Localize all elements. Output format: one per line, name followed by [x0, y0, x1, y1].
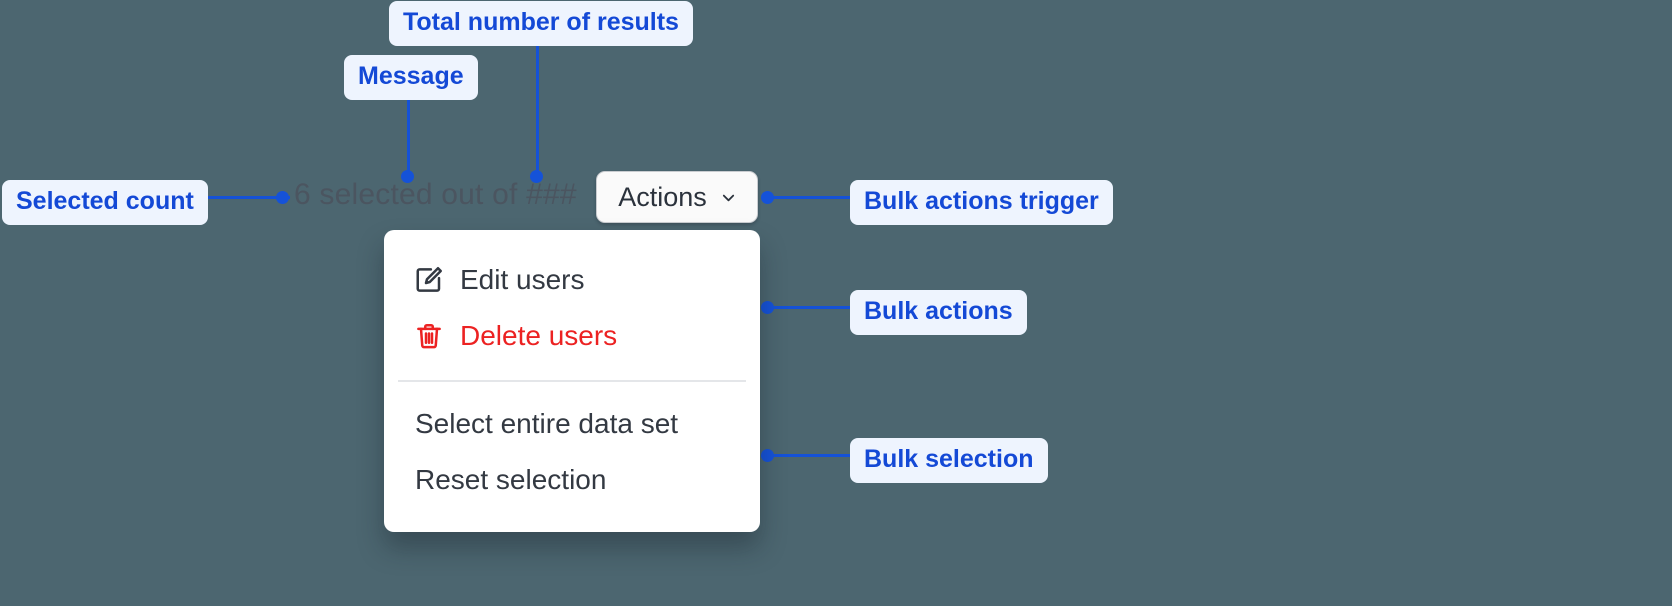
- leader-dot-selected-count: [276, 191, 289, 204]
- menu-item-label: Edit users: [460, 264, 585, 295]
- leader-line-bulk-actions-trigger: [766, 196, 858, 199]
- callout-bulk-selection: Bulk selection: [850, 438, 1048, 483]
- selection-count-message: 6 selected out of ###: [294, 178, 577, 211]
- callout-total-number-of-results: Total number of results: [389, 1, 693, 46]
- callout-bulk-actions-trigger: Bulk actions trigger: [850, 180, 1113, 225]
- leader-dot-bulk-selection: [761, 449, 774, 462]
- edit-pencil-icon: [414, 265, 444, 295]
- leader-dot-bulk-actions: [761, 301, 774, 314]
- bulk-actions-menu: Edit users Delete users Select entire da…: [384, 230, 760, 532]
- leader-dot-bulk-actions-trigger: [761, 191, 774, 204]
- bulk-actions-trigger-label: Actions: [618, 181, 707, 212]
- chevron-down-icon: [721, 190, 736, 205]
- menu-item-label: Reset selection: [415, 464, 607, 495]
- trash-icon: [414, 321, 444, 351]
- leader-line-selected-count: [200, 196, 290, 199]
- menu-item-label: Select entire data set: [415, 408, 679, 439]
- leader-line-message: [407, 92, 410, 178]
- menu-item-select-entire-data-set[interactable]: Select entire data set: [384, 396, 760, 452]
- bulk-actions-trigger-button[interactable]: Actions: [596, 171, 758, 223]
- leader-line-total-results: [536, 38, 539, 178]
- callout-bulk-actions: Bulk actions: [850, 290, 1027, 335]
- menu-item-delete-users[interactable]: Delete users: [384, 308, 760, 364]
- leader-dot-total-results: [530, 170, 543, 183]
- leader-dot-message: [401, 170, 414, 183]
- callout-selected-count: Selected count: [2, 180, 208, 225]
- menu-item-edit-users[interactable]: Edit users: [384, 252, 760, 308]
- leader-line-bulk-actions: [766, 306, 858, 309]
- leader-line-bulk-selection: [766, 454, 858, 457]
- callout-message: Message: [344, 55, 478, 100]
- menu-item-reset-selection[interactable]: Reset selection: [384, 452, 760, 508]
- menu-item-label: Delete users: [460, 320, 618, 351]
- menu-separator: [398, 380, 746, 382]
